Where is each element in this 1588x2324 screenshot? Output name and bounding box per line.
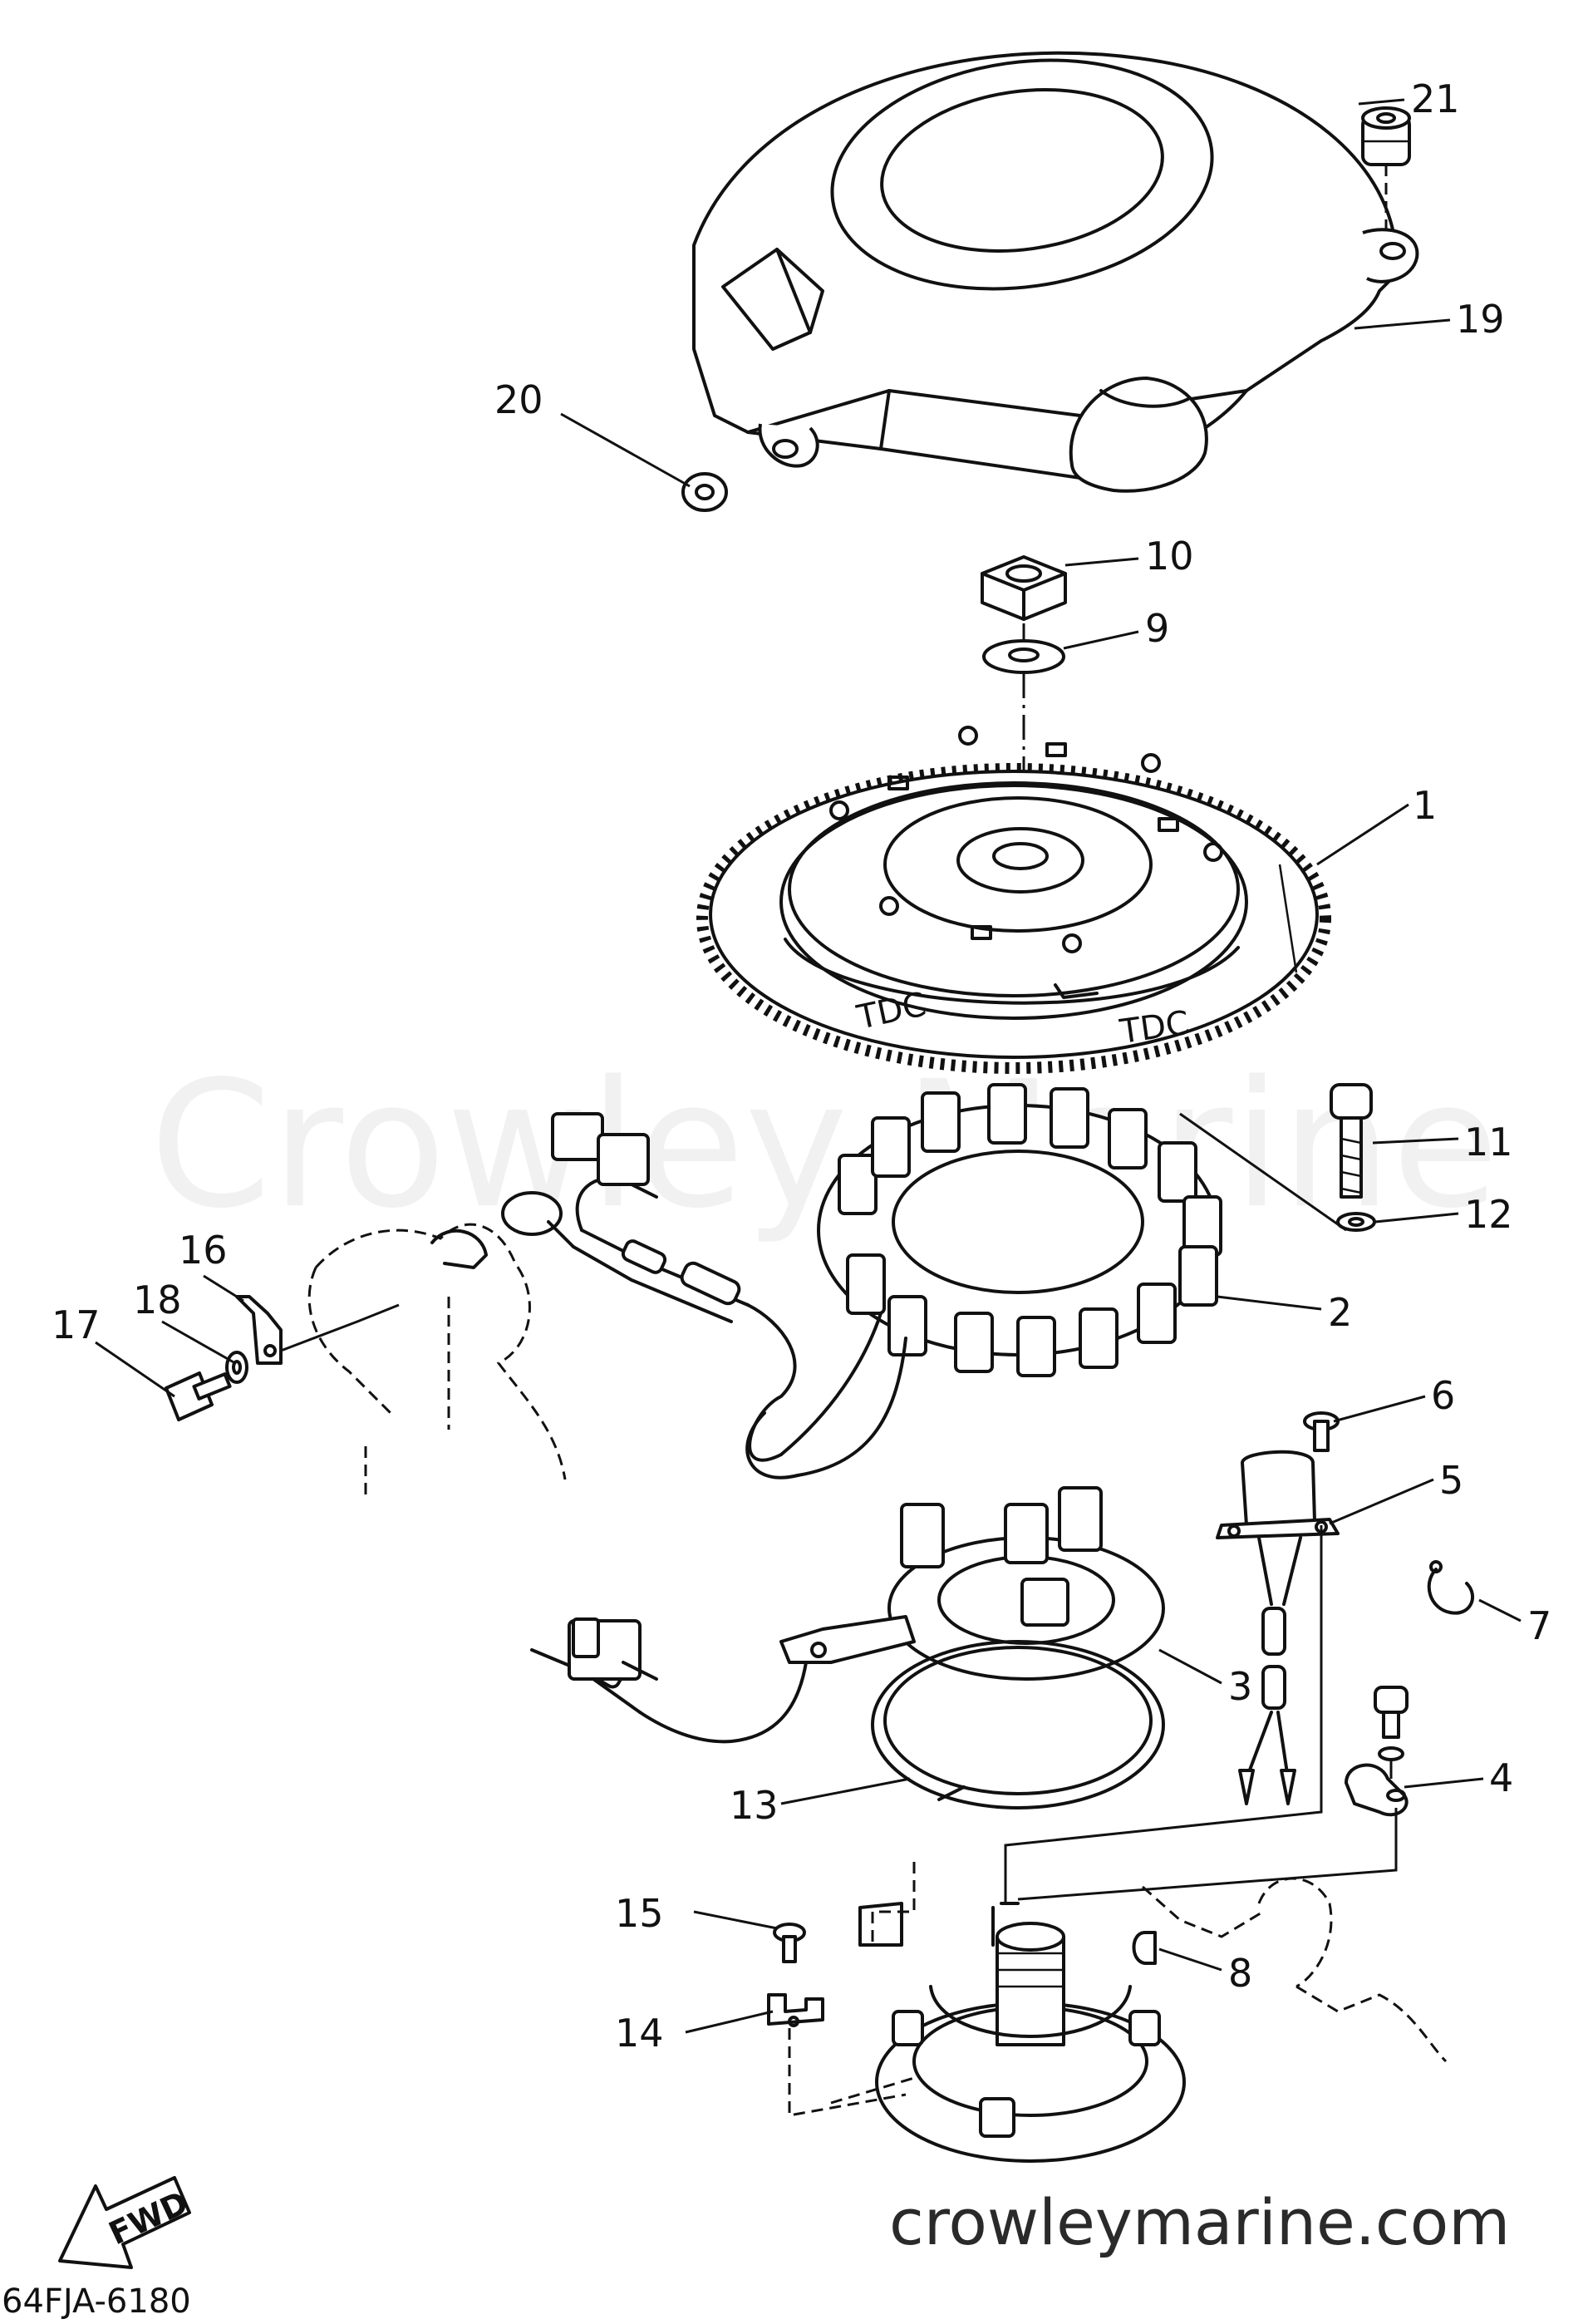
callout-13: 13 [730, 1783, 779, 1828]
callout-labels: 21 19 20 10 9 1 11 12 2 6 5 7 3 4 13 8 1… [52, 76, 1551, 2056]
part-1-flywheel: TDC TDC [696, 726, 1331, 1074]
callout-19: 19 [1456, 297, 1505, 342]
part-14-bracket [767, 1993, 824, 2027]
callout-12: 12 [1464, 1192, 1513, 1237]
part-10-nut [981, 555, 1067, 621]
stator-wire-harness [501, 1112, 799, 1480]
part-12-washer [1336, 1212, 1376, 1232]
callout-5: 5 [1439, 1458, 1463, 1503]
bolt-11-assembly-line [1179, 1112, 1347, 1232]
part-13-ring [871, 1640, 1165, 1809]
part-7-clip [1427, 1560, 1475, 1615]
part-6-screw [1303, 1411, 1340, 1452]
part-21-grommet [1361, 106, 1411, 237]
engine-block-outline-left [307, 1223, 567, 1496]
drawing-code: 64FJA-6180 [2, 2282, 191, 2321]
part-9-washer [982, 639, 1065, 674]
part-19-flywheel-cover [692, 51, 1419, 493]
part-5-unit [1216, 1450, 1340, 1805]
callout-4: 4 [1489, 1755, 1513, 1800]
part-17-bolt [165, 1371, 232, 1421]
part-15-screw [773, 1923, 806, 1963]
part-11-bolt [1330, 1083, 1373, 1199]
bracket-16-assembly-line [280, 1303, 400, 1352]
callout-18: 18 [133, 1278, 182, 1322]
callout-leaders [95, 98, 1522, 2034]
callout-17: 17 [52, 1302, 101, 1347]
callout-9: 9 [1145, 606, 1169, 651]
part-2-stator [779, 1083, 1222, 1477]
callout-6: 6 [1431, 1373, 1455, 1418]
callout-8: 8 [1228, 1951, 1252, 1996]
part-16-bracket [235, 1295, 283, 1365]
bracket-14-assembly-line [788, 2028, 907, 2117]
clamp-4-ground-line [1017, 1808, 1398, 1901]
callout-7: 7 [1527, 1603, 1551, 1648]
part-3-pulser-coil [530, 1486, 1165, 1744]
callout-16: 16 [179, 1228, 228, 1273]
callout-14: 14 [615, 2011, 664, 2056]
callout-10: 10 [1145, 534, 1194, 579]
callout-21: 21 [1411, 76, 1460, 121]
callout-2: 2 [1328, 1290, 1352, 1335]
site-url: crowleymarine.com [889, 2185, 1510, 2259]
callout-20: 20 [494, 377, 543, 422]
forward-direction-arrow: FWD [58, 2176, 194, 2269]
part-20-grommet [681, 472, 728, 512]
lower-housing [830, 1862, 1448, 2163]
callout-15: 15 [615, 1891, 664, 1936]
part-8-key [1132, 1931, 1157, 1965]
callout-11: 11 [1464, 1120, 1513, 1164]
part-4-clamp [1345, 1686, 1409, 1817]
callout-1: 1 [1413, 783, 1437, 828]
unit-5-ground-line [1004, 1525, 1323, 1903]
callout-3: 3 [1228, 1664, 1252, 1709]
part-18-washer [225, 1351, 248, 1384]
